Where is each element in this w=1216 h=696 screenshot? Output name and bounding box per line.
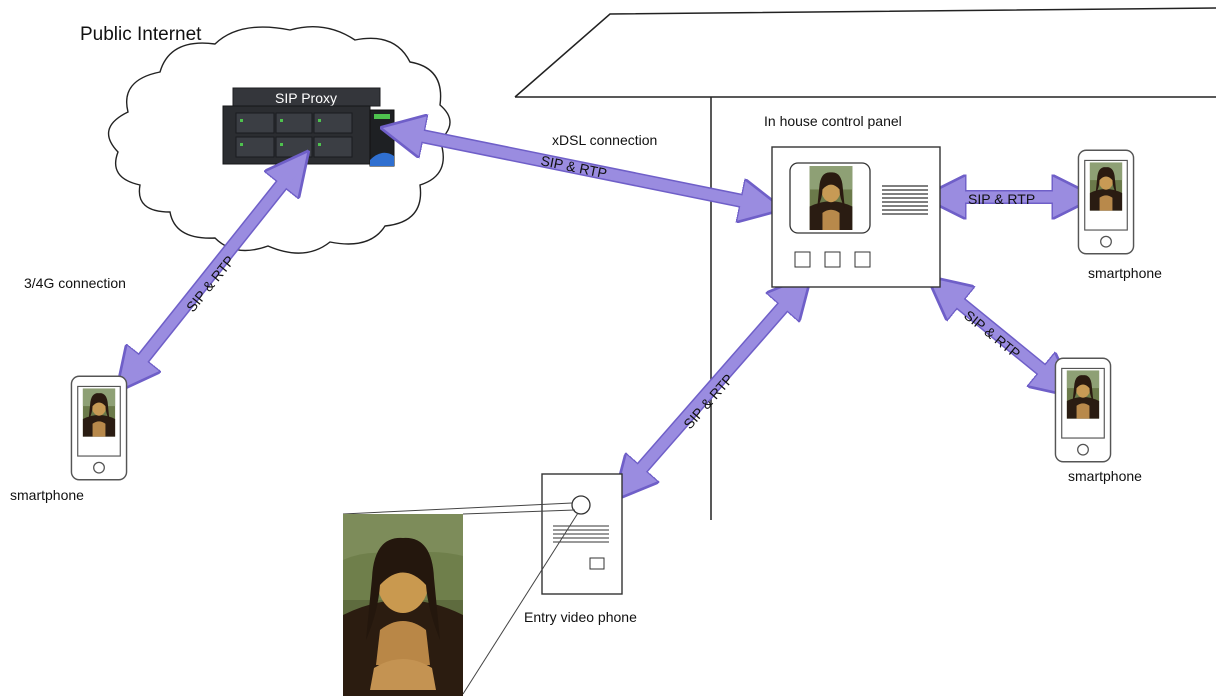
in-house-panel-label: In house control panel [764,113,902,129]
panel-button-3 [854,251,871,268]
smartphone-left-label: smartphone [10,487,84,503]
camera-view-lines [342,502,579,695]
smartphone-right-bottom-label: smartphone [1068,468,1142,484]
smartphone-right-top-label: smartphone [1088,265,1162,281]
arrow-panel-to-smartphone-bottom [944,290,1058,383]
smartphone-icon [71,376,126,479]
arrow-proxy-to-panel [402,132,762,205]
xdsl-connection-label: xDSL connection [552,132,657,148]
control-panel [771,146,941,288]
arrow-label-panel-phone-bottom: SIP & RTP [961,307,1023,362]
arrow-panel-to-entry-phone [628,291,797,484]
panel-button-1 [794,251,811,268]
arrow-label-proxy-phone: SIP & RTP [183,253,238,315]
speaker-grille-icon [553,525,609,543]
portrait-image [809,166,853,230]
arrow-label-panel-phone-top: SIP & RTP [968,191,1035,207]
smartphone-icon [1078,150,1133,253]
speaker-grille-icon [882,185,928,215]
arrow-label-panel-entry: SIP & RTP [680,371,736,432]
server-rack-icon: SIP Proxy [222,87,395,167]
sip-proxy-label: SIP Proxy [275,90,337,106]
call-button [589,557,605,570]
entry-video-phone [541,473,623,595]
arrow-label-proxy-panel: SIP & RTP [539,152,608,181]
public-internet-label: Public Internet [80,24,202,45]
arrow-proxy-to-smartphone [130,168,295,375]
panel-button-2 [824,251,841,268]
entry-video-phone-label: Entry video phone [524,609,637,625]
camera-lens-icon [571,495,591,515]
visitor-portrait-image [343,514,463,696]
3g4g-connection-label: 3/4G connection [24,275,126,291]
smartphone-icon [1055,358,1110,461]
